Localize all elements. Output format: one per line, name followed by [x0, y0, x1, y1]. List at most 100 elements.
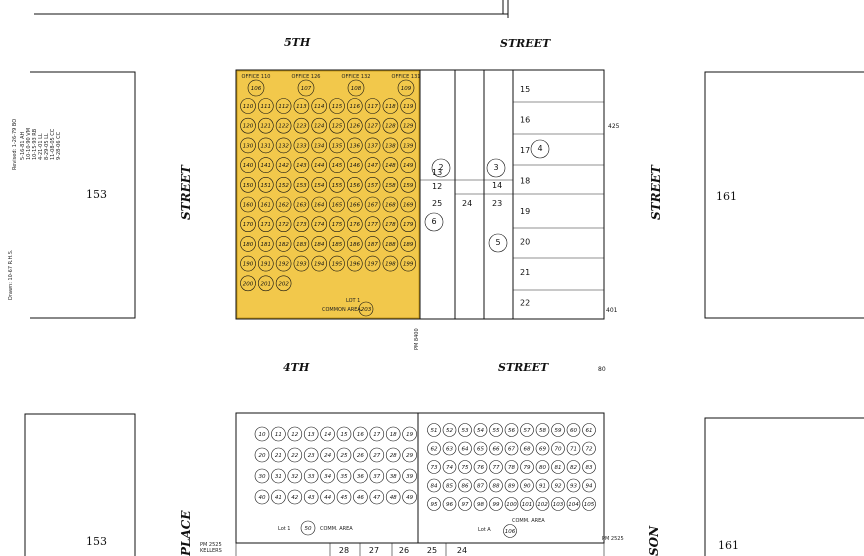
unit-number: 158 — [385, 183, 396, 189]
lot-number: 19 — [520, 207, 530, 216]
unit-number: 125 — [332, 124, 343, 130]
unit-number: 4 — [537, 144, 542, 153]
condo-unit: 173 — [293, 216, 310, 232]
condo-unit: 14 — [320, 426, 335, 442]
unit-number: 157 — [367, 183, 378, 189]
condo-unit: 150 — [240, 177, 256, 193]
lot-number: 15 — [520, 85, 530, 94]
unit-number: 92 — [555, 484, 562, 490]
unit-number: 155 — [332, 183, 343, 189]
condo-unit: 137 — [364, 137, 381, 154]
unit-number: 69 — [539, 447, 546, 453]
upper-block-outline — [235, 69, 605, 320]
condo-unit: 87 — [473, 478, 488, 493]
block-right-top: 161 — [704, 71, 864, 319]
lot-number: 26 — [399, 546, 409, 555]
unit-number: 33 — [308, 474, 315, 480]
revision-entry: 9-28-06 CC — [56, 131, 62, 160]
unit-number: 61 — [586, 428, 593, 434]
condo-unit: 40 — [254, 489, 270, 505]
unit-number: 32 — [291, 474, 298, 480]
revision-entry: 10-10-90 VM — [26, 128, 32, 160]
condo-unit: 135 — [329, 137, 345, 154]
unit-number: 139 — [403, 143, 414, 149]
unit-number: 134 — [314, 143, 325, 149]
condo-unit: 72 — [582, 441, 596, 456]
condo-unit: 81 — [551, 460, 565, 474]
condo-unit: 136 — [346, 137, 363, 154]
unit-number: 23 — [308, 453, 315, 459]
condo-unit: 121 — [257, 117, 274, 134]
condo-unit: 177 — [364, 216, 381, 232]
condo-unit: 18 — [385, 426, 401, 442]
unit-number: 25 — [341, 453, 348, 459]
condo-unit: 188 — [382, 236, 399, 252]
street-label-5th: 5TH — [284, 36, 311, 49]
condo-unit: 90 — [520, 478, 534, 493]
condo-unit: 141 — [257, 157, 274, 173]
lot-number: 25 — [432, 199, 442, 208]
edge-number-425: 425 — [608, 123, 620, 130]
condo-unit: 148 — [382, 157, 399, 173]
unit-number: 143 — [296, 163, 307, 169]
lot-number: 24 — [462, 199, 472, 208]
condo-unit: 174 — [311, 216, 328, 232]
unit-number: 55 — [493, 428, 500, 434]
condo-unit: 190 — [240, 255, 256, 272]
condo-unit: 142 — [275, 157, 292, 173]
condo-unit: 165 — [329, 196, 345, 213]
unit-number: 194 — [314, 262, 325, 268]
condo-unit: 89 — [504, 478, 519, 493]
condo-unit: 66 — [489, 441, 503, 456]
unit-number: 181 — [261, 242, 272, 248]
unit-number: 88 — [493, 484, 500, 490]
unit-number: 68 — [524, 447, 531, 453]
condo-unit: 29 — [402, 447, 417, 463]
condo-unit: 85 — [442, 478, 457, 493]
condo-unit: 73 — [427, 460, 441, 474]
condo-unit: 128 — [382, 117, 399, 134]
unit-number: 72 — [586, 447, 593, 453]
unit-number: 145 — [332, 163, 343, 169]
block-left-top: 153 — [30, 71, 136, 319]
lower-left-common-label: COMM. AREA — [320, 526, 353, 532]
unit-number: 138 — [385, 143, 396, 149]
unit-number: 107 — [301, 86, 312, 92]
unit-number: 128 — [385, 124, 396, 130]
unit-number: 46 — [357, 495, 364, 501]
lot-number: 20 — [520, 238, 530, 247]
condo-unit: 152 — [275, 177, 292, 193]
condo-unit: 13 — [303, 426, 319, 442]
condo-unit: 59 — [551, 423, 565, 437]
ref-label-kellers: KELLERS — [200, 548, 222, 554]
unit-number: 42 — [291, 495, 298, 501]
condo-unit: 15 — [336, 426, 352, 442]
condo-unit: 20 — [254, 447, 270, 463]
condo-unit: 16 — [353, 426, 368, 442]
lot-number: 14 — [492, 181, 502, 190]
lot-number: 23 — [492, 199, 502, 208]
unit-number: 135 — [332, 143, 343, 149]
unit-number: 177 — [367, 222, 378, 228]
unit-number: 196 — [350, 262, 361, 268]
unit-number: 152 — [278, 183, 289, 189]
circled-lot: 6 — [424, 212, 444, 232]
condo-unit: 94 — [582, 478, 596, 493]
condo-unit: 122 — [275, 117, 292, 134]
condo-unit: 62 — [427, 441, 441, 456]
condo-unit: 82 — [566, 460, 581, 474]
unit-number: 193 — [296, 262, 307, 268]
condo-unit: 166 — [346, 196, 363, 213]
street-label-son: SON — [647, 525, 661, 556]
office-label: OFFICE 126 — [292, 74, 321, 80]
unit-number: 24 — [324, 453, 331, 459]
unit-number: 65 — [477, 447, 484, 453]
condo-unit: 185 — [329, 236, 345, 252]
condo-unit: 198 — [382, 255, 399, 272]
condo-unit: 98 — [473, 497, 488, 511]
condo-unit: 123 — [293, 117, 310, 134]
unit-number: 109 — [401, 86, 412, 92]
unit-number: 13 — [308, 432, 315, 438]
